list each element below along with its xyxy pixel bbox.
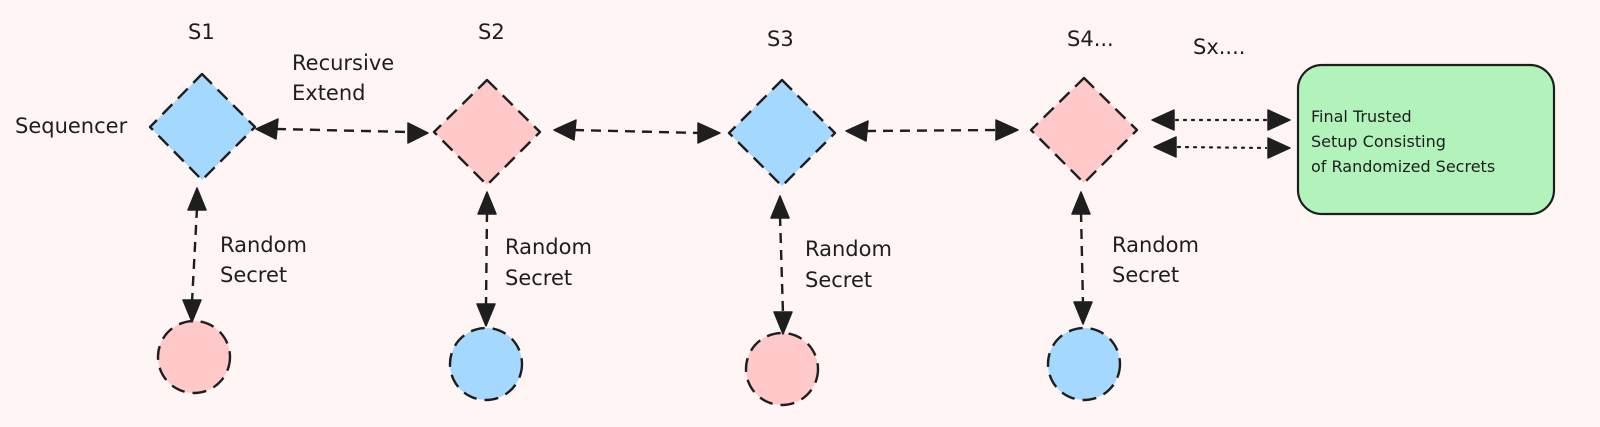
connector-s4-final-top	[1151, 109, 1291, 131]
recursive-extend-label-line1: Recursive	[292, 51, 394, 75]
connector-s3-secret	[770, 195, 793, 335]
random-secret-label-s3-line2: Secret	[805, 268, 872, 292]
stage-label-s2: S2	[478, 20, 505, 44]
random-secret-label-s4-line1: Random	[1112, 233, 1199, 257]
connector-s2-s3	[553, 119, 721, 144]
connector-s4-final-bottom	[1153, 136, 1291, 159]
connector-s4-secret	[1071, 191, 1093, 325]
random-secret-label-s4-line2: Secret	[1112, 263, 1179, 287]
stage-label-s4: S4...	[1067, 27, 1114, 51]
final-box-line2: Setup Consisting	[1311, 132, 1446, 151]
secret-circle-s1	[156, 319, 232, 395]
stage-diamond-s2	[432, 78, 542, 187]
connector-s2-secret	[476, 191, 497, 327]
final-box-line3: of Randomized Secrets	[1311, 157, 1495, 176]
random-secret-label-s1-line1: Random	[220, 233, 307, 257]
stage-diamond-s1	[148, 72, 257, 182]
random-secret-label-s3-line1: Random	[805, 237, 892, 261]
connector-s3-s4	[845, 119, 1019, 142]
stage-diamond-s4	[1029, 76, 1139, 185]
secret-circle-s4	[1046, 326, 1122, 402]
random-secret-label-s2-line2: Secret	[505, 266, 572, 290]
random-secret-label-s1-line2: Secret	[220, 263, 287, 287]
secret-circle-s2	[448, 326, 524, 402]
stage-label-s1: S1	[188, 20, 215, 44]
secret-circle-s3	[744, 331, 820, 407]
stage-label-s3: S3	[767, 27, 794, 51]
random-secret-label-s2-line1: Random	[505, 235, 592, 259]
final-trusted-setup-box	[1296, 63, 1556, 216]
connector-s1-s2	[255, 118, 429, 144]
sequencer-label: Sequencer	[15, 114, 128, 138]
stage-diamond-s3	[727, 78, 837, 188]
connector-s1-secret	[182, 187, 207, 323]
recursive-extend-label-line2: Extend	[292, 81, 366, 105]
final-box-line1: Final Trusted	[1311, 107, 1412, 126]
stage-label-sx: Sx....	[1193, 35, 1245, 59]
